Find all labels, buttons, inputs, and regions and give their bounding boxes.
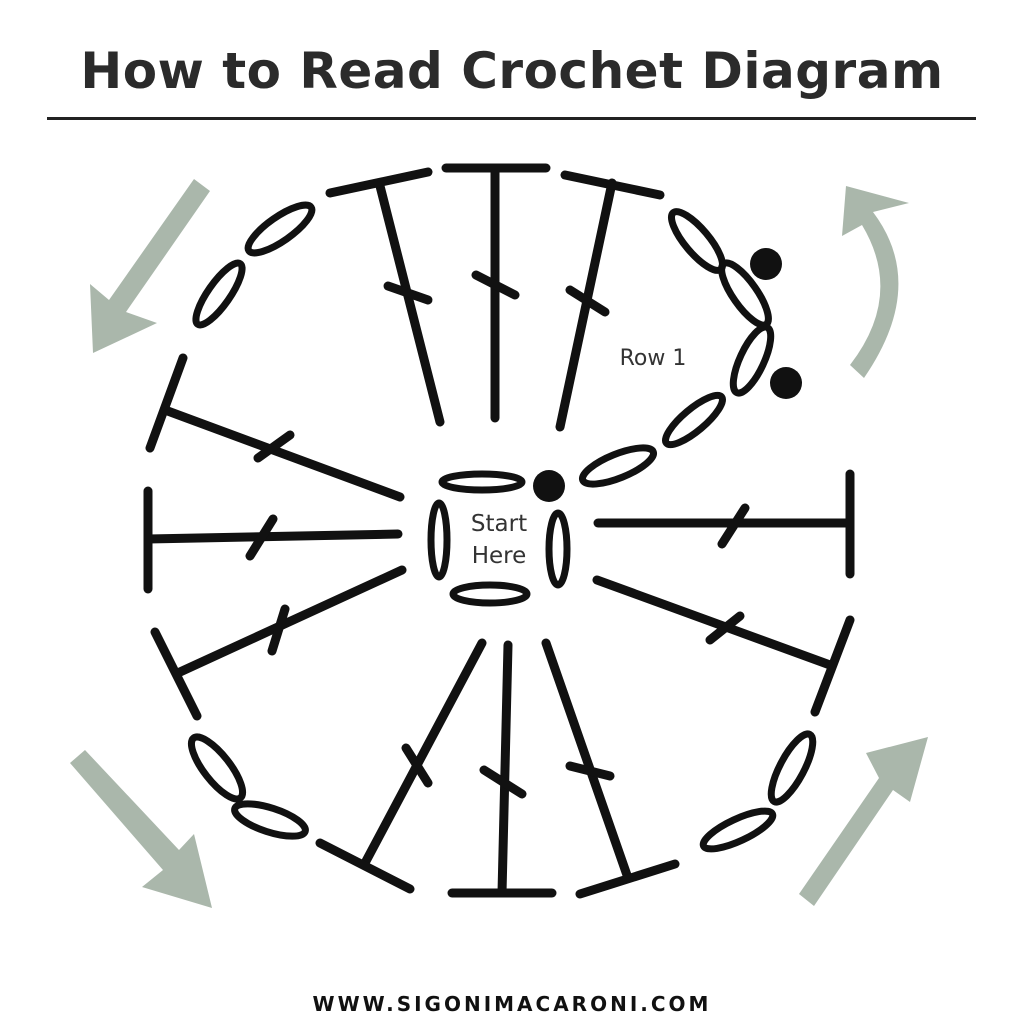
chain-stitches	[187, 201, 817, 853]
double-crochet-icon	[150, 565, 407, 721]
chain-stitch-icon	[427, 499, 451, 581]
double-crochet-stitches	[143, 163, 855, 899]
slip-stitch-icon	[770, 367, 802, 399]
double-crochet-icon	[145, 353, 405, 502]
chain-stitch-icon	[438, 470, 526, 494]
chain-stitch-icon	[578, 444, 658, 488]
double-crochet-icon	[593, 469, 855, 579]
double-crochet-icon	[447, 640, 557, 898]
center-label-start: Start	[471, 511, 527, 537]
slip-stitch-icon	[750, 248, 782, 280]
double-crochet-icon	[315, 638, 487, 894]
slip-stitch-icon	[533, 470, 565, 502]
double-crochet-icon	[592, 575, 855, 717]
arrow-top-left-icon	[90, 179, 210, 353]
website-url: WWW.SIGONIMACARONI.COM	[312, 992, 712, 1016]
chain-stitch-icon	[192, 259, 246, 329]
chain-stitch-icon	[662, 391, 726, 449]
chain-stitch-icon	[767, 730, 817, 806]
chain-stitch-icon	[244, 201, 316, 257]
slip-stitches	[533, 248, 802, 502]
chain-stitch-icon	[187, 733, 247, 803]
arrow-bottom-left-icon	[70, 750, 212, 908]
double-crochet-icon	[143, 486, 403, 594]
arrow-bottom-right-icon	[799, 737, 928, 906]
row-label: Row 1	[620, 346, 687, 371]
double-crochet-icon	[555, 170, 665, 432]
page-title: How to Read Crochet Diagram	[80, 42, 944, 100]
chain-stitch-icon	[449, 581, 531, 607]
chain-stitch-icon	[699, 807, 777, 853]
chain-stitch-icon	[231, 800, 309, 840]
chain-stitch-icon	[729, 323, 775, 397]
double-crochet-icon	[541, 638, 680, 899]
title-divider	[47, 117, 976, 120]
chain-stitch-icon	[545, 509, 571, 589]
double-crochet-icon	[441, 163, 551, 423]
arrow-top-right-icon	[842, 186, 909, 378]
double-crochet-icon	[325, 167, 445, 427]
direction-arrows	[70, 179, 928, 908]
center-label-here: Here	[472, 543, 527, 569]
